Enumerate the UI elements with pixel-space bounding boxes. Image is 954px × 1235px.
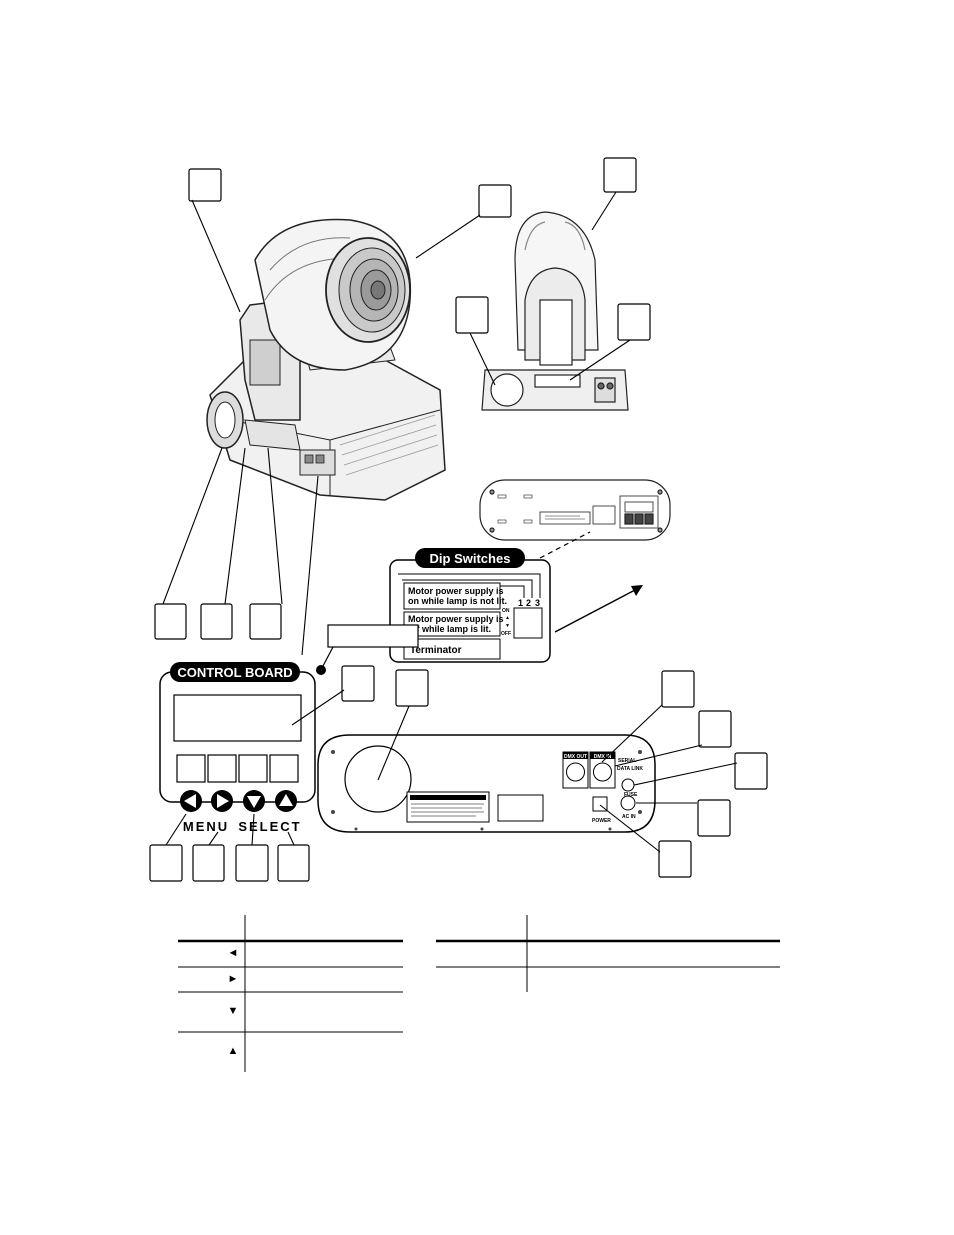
down-arrow-icon <box>247 796 261 808</box>
callout-box <box>149 844 183 882</box>
dip-row1-line2: on while lamp is not lit. <box>408 596 507 606</box>
dmx-in-label: DMX IN <box>594 754 612 760</box>
callout-box <box>341 665 375 702</box>
power-label: POWER <box>592 818 611 824</box>
callout-box <box>617 303 651 341</box>
callout-box <box>277 844 310 882</box>
display-digit-4 <box>269 754 299 783</box>
callout-box <box>455 296 489 334</box>
dip-row2-line1: Motor power supply is <box>408 614 504 624</box>
dip-row1-line1: Motor power supply is <box>408 586 504 596</box>
callout-box <box>734 752 768 790</box>
callout-box <box>658 840 692 878</box>
dip-switches-title: Dip Switches <box>430 551 511 566</box>
select-label: SELECT <box>238 819 301 834</box>
dip-up-glyph: ▲ <box>505 615 510 621</box>
callout-box <box>698 710 732 748</box>
dip-number-3: 3 <box>535 598 540 608</box>
ac-in-socket[interactable] <box>620 795 636 811</box>
dip-down-glyph: ▼ <box>505 623 510 629</box>
leader-lines <box>162 191 738 853</box>
callout-box <box>661 670 695 708</box>
display-digit-1 <box>176 754 206 783</box>
control-board-title: CONTROL BOARD <box>177 665 292 680</box>
dmx-in-port[interactable] <box>593 762 612 782</box>
zoom-dashed-line <box>539 531 591 559</box>
dmx-out-port[interactable] <box>566 762 585 782</box>
data-link-label: DATA LINK <box>617 766 643 772</box>
fuse-label: FUSE <box>624 792 638 798</box>
dip-number-2: 2 <box>526 598 531 608</box>
dip-row2-line2: off while lamp is lit. <box>408 624 491 634</box>
lcd-display <box>173 694 302 742</box>
dip-on-label: ON <box>502 608 510 614</box>
side-view-illustration <box>481 211 629 411</box>
callout-boxes <box>149 157 768 882</box>
callout-box <box>235 844 269 882</box>
small-rear-panel <box>479 479 671 541</box>
legend-up-arrow: ▲ <box>228 1045 239 1057</box>
control-board: CONTROL BOARD MENU SELECT <box>159 662 316 834</box>
legend-right-arrow: ► <box>228 973 239 985</box>
fuse-holder[interactable] <box>621 778 635 792</box>
callout-box <box>188 168 222 202</box>
display-digit-3 <box>238 754 268 783</box>
right-arrow-button[interactable] <box>211 790 233 812</box>
left-arrow-button[interactable] <box>180 790 202 812</box>
callout-box <box>603 157 637 193</box>
up-arrow-icon <box>279 794 293 806</box>
callout-box <box>154 603 187 640</box>
up-arrow-button[interactable] <box>275 790 297 812</box>
down-arrow-button[interactable] <box>243 790 265 812</box>
callout-box <box>192 844 225 882</box>
callout-box <box>697 799 731 837</box>
caption-callout <box>316 624 419 675</box>
dip-off-label: OFF <box>501 631 511 637</box>
dmx-out-label: DMX OUT <box>564 754 587 760</box>
legend-down-arrow: ▼ <box>228 1005 239 1017</box>
serial-label: SERIAL <box>618 758 636 764</box>
legend-left-arrow: ◄ <box>228 947 239 959</box>
callout-box <box>395 669 429 707</box>
dip-switches-panel: Dip Switches Motor power supply is on wh… <box>389 548 551 663</box>
ac-in-label: AC IN <box>622 814 636 820</box>
display-digit-2 <box>207 754 237 783</box>
callout-box <box>200 603 233 640</box>
moving-head-illustration <box>206 218 446 501</box>
callout-box <box>478 184 512 218</box>
legend-table <box>178 915 780 1072</box>
callout-box <box>249 603 282 640</box>
right-arrow-icon <box>217 794 229 808</box>
menu-label: MENU <box>183 819 229 834</box>
dip-row3-terminator: Terminator <box>410 645 462 656</box>
legend-arrow-glyphs: ◄ ► ▼ ▲ <box>228 947 239 1057</box>
pointer-arrow <box>554 585 643 633</box>
left-arrow-icon <box>184 794 196 808</box>
dip-number-1: 1 <box>518 598 523 608</box>
rear-panel: DMX OUT DMX IN SERIAL DATA LINK FUSE POW… <box>317 734 656 833</box>
